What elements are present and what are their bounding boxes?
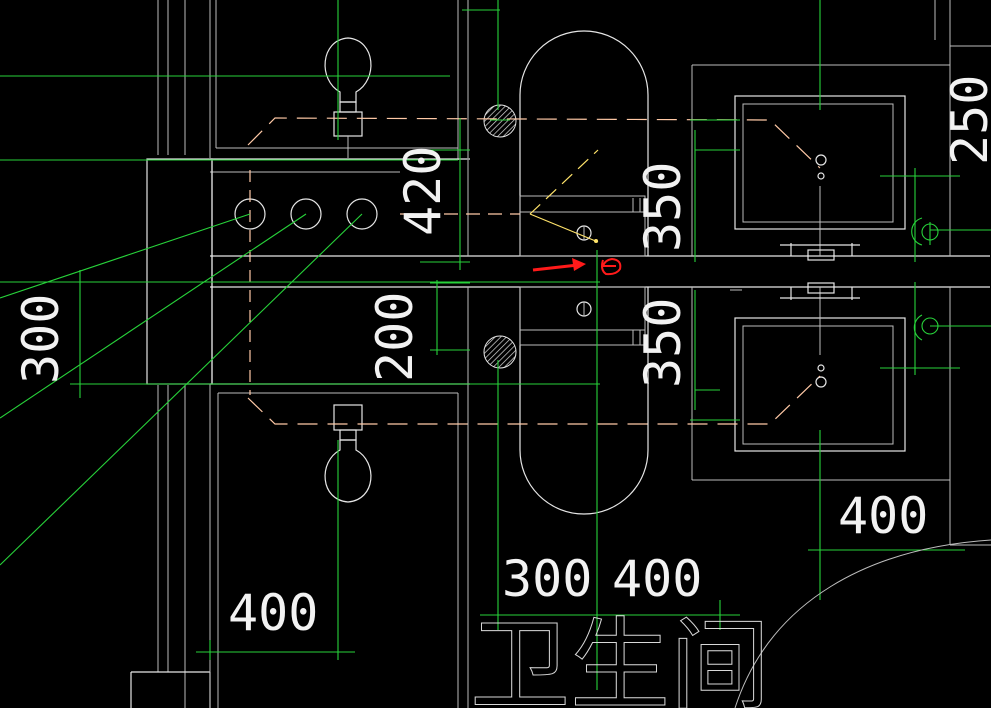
- dim-200: 200: [366, 292, 424, 382]
- room-label: 卫生间: [470, 607, 770, 708]
- dim-350-top: 350: [634, 162, 692, 252]
- lamp-upper: [324, 37, 372, 158]
- door-swing-arcs: [730, 289, 991, 708]
- markup-e-glyph: [601, 257, 622, 276]
- pipe-node: [594, 239, 598, 243]
- dim-300-bottom: 300: [502, 550, 592, 608]
- bathtub-outline: [519, 30, 649, 515]
- lamp-lower: [324, 404, 372, 503]
- dim-350-bottom: 350: [634, 298, 692, 388]
- dim-400-mid: 400: [612, 550, 702, 608]
- dimension-lines: [0, 0, 991, 690]
- dim-400-right: 400: [838, 487, 928, 545]
- dim-300-left: 300: [12, 294, 70, 384]
- red-markup: [532, 257, 622, 276]
- arrow-head-icon: [572, 258, 586, 271]
- cistern-lower: [734, 282, 906, 452]
- dim-250: 250: [941, 75, 991, 165]
- cistern-upper: [734, 95, 906, 261]
- drain-pipes: [247, 117, 821, 425]
- wall-lines: [130, 0, 991, 708]
- dim-400-left: 400: [228, 584, 318, 642]
- dim-420: 420: [394, 146, 452, 236]
- hatched-pipe-upper: [483, 104, 517, 138]
- hatched-pipe-lower: [483, 335, 517, 369]
